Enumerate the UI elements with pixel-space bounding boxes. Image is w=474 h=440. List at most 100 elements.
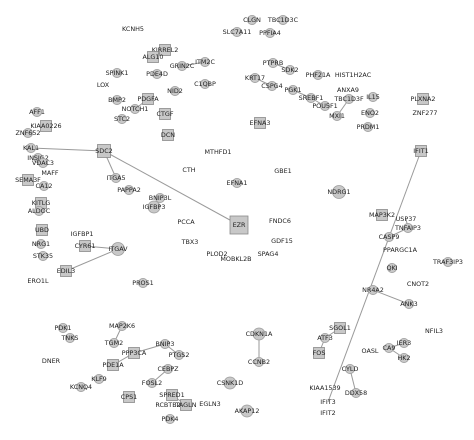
node-ptgs2[interactable]: PTGS2 [169, 349, 190, 360]
node-anxa9[interactable]: ANXA9 [337, 86, 359, 94]
node-cps1[interactable]: CPS1 [121, 391, 137, 403]
node-phf21a[interactable]: PHF21A [306, 70, 331, 81]
node-itga5[interactable]: ITGA5 [106, 172, 126, 183]
node-cnot2[interactable]: CNOT2 [407, 280, 429, 288]
node-znf277[interactable]: ZNF277 [412, 109, 437, 117]
node-bnip3[interactable]: BNIP3 [156, 338, 175, 349]
node-sema3f[interactable]: SEMA3F [15, 174, 41, 186]
node-pde1a[interactable]: PDE1A [102, 359, 124, 371]
node-oasl[interactable]: OASL [362, 347, 379, 355]
node-ppp3ca[interactable]: PPP3CA [122, 347, 147, 359]
node-tagln[interactable]: TAGLN [175, 399, 197, 411]
node-stc2[interactable]: STC2 [114, 114, 130, 125]
node-kiaa0226[interactable]: KIAA0226 [30, 120, 62, 132]
node-nrg1[interactable]: NRG1 [32, 238, 50, 249]
node-kal1[interactable]: KAL1 [23, 142, 39, 153]
node-aldoc[interactable]: ALDOC [28, 205, 51, 216]
node-notch1[interactable]: NOTCH1 [122, 104, 149, 115]
node-usp37[interactable]: USP37 [396, 215, 417, 223]
node-ezr[interactable]: EZR [229, 215, 249, 235]
node-spred1[interactable]: SPRED1 [159, 389, 185, 401]
node-ier3[interactable]: IER3 [397, 337, 411, 348]
node-kirrel2[interactable]: KIRREL2 [152, 44, 179, 56]
node-plxna2[interactable]: PLXNA2 [410, 93, 436, 105]
node-cyld[interactable]: CYLD [342, 363, 359, 374]
node-spag4[interactable]: SPAG4 [258, 250, 279, 258]
node-akap12[interactable]: AKAP12 [235, 404, 260, 418]
node-casp9[interactable]: CASP9 [379, 231, 400, 242]
node-stk35[interactable]: STK35 [33, 250, 53, 261]
node-tnfaip3[interactable]: TNFAIP3 [394, 222, 421, 233]
node-cyr61[interactable]: CYR61 [75, 240, 96, 252]
node-klf9[interactable]: KLF9 [91, 373, 107, 384]
node-pgk1[interactable]: PGK1 [284, 85, 302, 96]
node-nfil3[interactable]: NFIL3 [425, 327, 443, 335]
node-lox[interactable]: LOX [97, 81, 110, 89]
node-igfbp1[interactable]: IGFBP1 [71, 230, 94, 238]
node-vdac3[interactable]: VDAC3 [32, 157, 54, 168]
node-ppargc1a[interactable]: PPARGC1A [383, 246, 418, 254]
node-gdf15[interactable]: GDF15 [271, 237, 293, 245]
node-kiaa1539[interactable]: KIAA1539 [309, 384, 340, 392]
node-pde4d[interactable]: PDE4D [146, 69, 168, 80]
node-itgav[interactable]: ITGAV [108, 242, 128, 256]
node-slc7a11[interactable]: SLC7A11 [223, 26, 252, 37]
node-bmp2[interactable]: BMP2 [108, 95, 126, 106]
node-cdkn1a[interactable]: CDKN1A [246, 327, 273, 341]
node-pcca[interactable]: PCCA [177, 218, 195, 226]
node-il15[interactable]: IL15 [366, 92, 380, 103]
node-ca12[interactable]: CA12 [36, 180, 53, 191]
node-igfbp3[interactable]: IGFBP3 [143, 200, 166, 214]
node-qki[interactable]: QKI [386, 262, 398, 273]
node-ddx58[interactable]: DDX58 [345, 387, 367, 398]
node-ifit3[interactable]: IFIT3 [320, 398, 335, 406]
node-kcnq4[interactable]: KCNQ4 [70, 381, 92, 392]
node-clgn[interactable]: CLGN [243, 14, 261, 25]
node-kcnh5[interactable]: KCNH5 [122, 25, 144, 33]
node-nid2[interactable]: NID2 [167, 86, 183, 97]
node-grin2c[interactable]: GRIN2C [170, 61, 195, 72]
node-fndc6[interactable]: FNDC6 [269, 217, 291, 225]
node-tnks[interactable]: TNKS [61, 332, 79, 343]
node-ctgf[interactable]: CTGF [157, 108, 174, 120]
node-tbx3[interactable]: TBX3 [181, 238, 199, 246]
node-znf652[interactable]: ZNF652 [15, 127, 41, 138]
node-fos[interactable]: FOS [313, 347, 326, 359]
node-efna3[interactable]: EFNA3 [250, 117, 271, 129]
node-ank3[interactable]: ANK3 [400, 298, 418, 309]
node-eno2[interactable]: ENO2 [361, 108, 379, 119]
node-edil3[interactable]: EDIL3 [57, 265, 75, 277]
node-srebf1[interactable]: SREBF1 [299, 93, 324, 104]
node-tgm2[interactable]: TGM2 [104, 337, 123, 348]
node-hk2[interactable]: HK2 [397, 352, 411, 363]
node-tbc1d3c[interactable]: TBC1D3C [267, 14, 299, 25]
node-ero1l[interactable]: ERO1L [27, 277, 49, 285]
node-mthfd1[interactable]: MTHFD1 [205, 148, 232, 156]
node-hist1h2ac[interactable]: HIST1H2AC [335, 71, 372, 79]
node-alg10[interactable]: ALG10 [142, 51, 164, 63]
node-pou5f1[interactable]: POU5F1 [312, 101, 338, 112]
node-rcbtb2[interactable]: RCBTB2 [155, 401, 180, 409]
node-sdk2[interactable]: SDK2 [281, 65, 299, 76]
node-gbe1[interactable]: GBE1 [274, 167, 291, 175]
node-itm2c[interactable]: ITM2C [195, 57, 215, 68]
node-dcn[interactable]: DCN [161, 129, 175, 141]
node-bnip3l[interactable]: BNIP3L [149, 192, 172, 203]
node-prdm1[interactable]: PRDM1 [357, 122, 380, 133]
node-pros1[interactable]: PROS1 [132, 277, 154, 288]
node-mobkl2b[interactable]: MOBKL2B [220, 255, 251, 263]
node-mxi1[interactable]: MXI1 [329, 111, 345, 122]
node-plod2[interactable]: PLOD2 [206, 250, 227, 258]
node-ifit2[interactable]: IFIT2 [320, 409, 335, 417]
node-spink1[interactable]: SPINK1 [106, 68, 129, 79]
node-ptprb[interactable]: PTPRB [263, 58, 283, 69]
node-ndrg1[interactable]: NDRG1 [327, 185, 351, 199]
node-dner[interactable]: DNER [42, 357, 61, 365]
node-ubd[interactable]: UBD [35, 224, 49, 236]
node-sgol1[interactable]: SGOL1 [329, 322, 351, 334]
node-traf3ip3[interactable]: TRAF3IP3 [432, 256, 463, 267]
node-cebpz[interactable]: CEBPZ [157, 363, 179, 374]
node-pdgfa[interactable]: PDGFA [137, 93, 159, 105]
node-nr4a2[interactable]: NR4A2 [362, 284, 384, 295]
node-cth[interactable]: CTH [182, 166, 195, 174]
